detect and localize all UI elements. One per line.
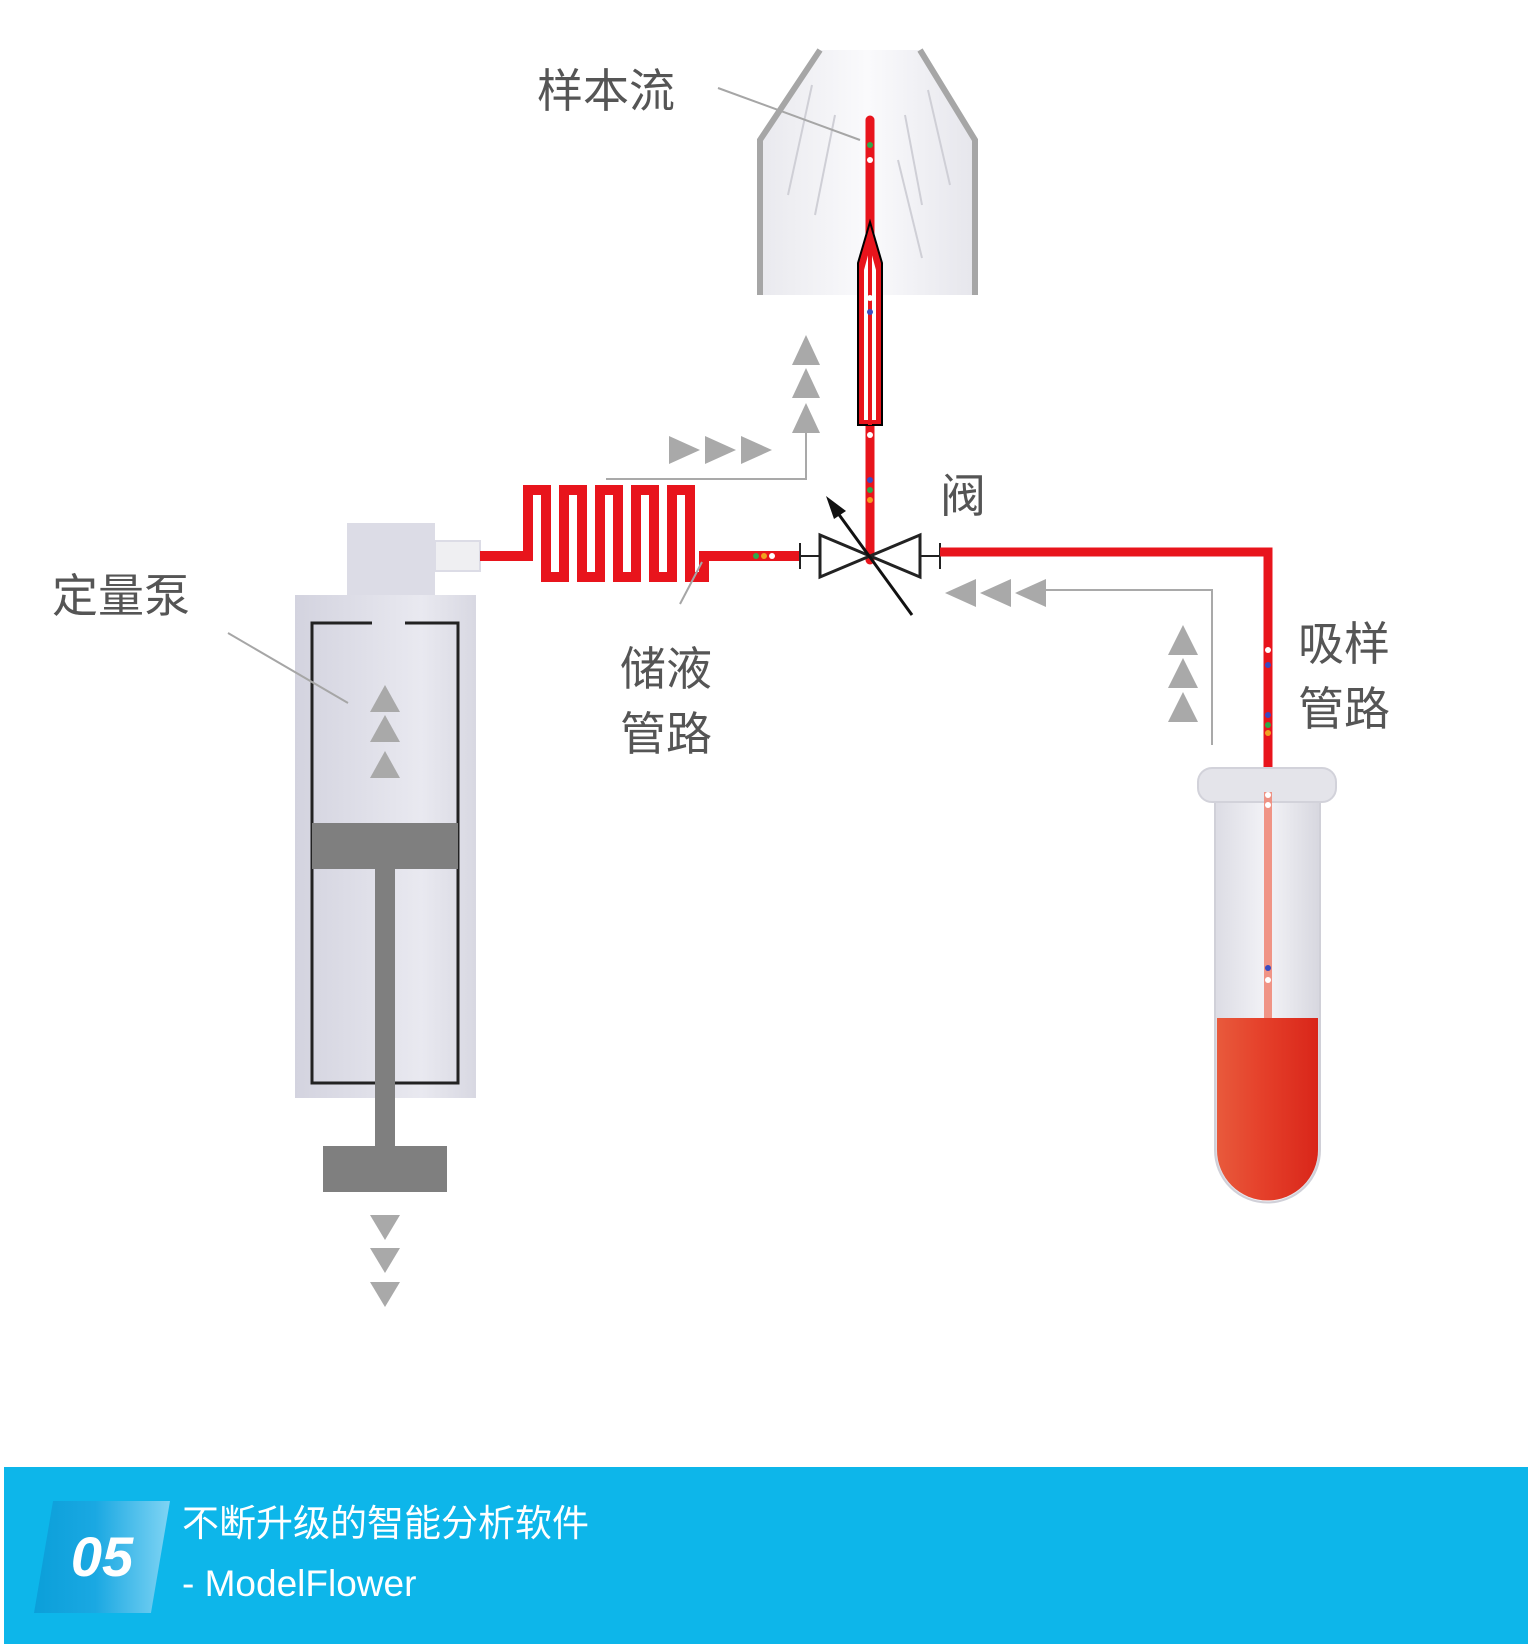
sample-stream-leader — [717, 87, 861, 141]
sample-stream-label: 样本流 — [537, 64, 675, 118]
feature-number-badge: 05 — [34, 1501, 170, 1613]
blood-sample — [1217, 1018, 1318, 1201]
injection-needle — [857, 218, 883, 426]
flow-arrows — [370, 335, 1198, 1307]
flow-arrow-icon — [980, 579, 1011, 607]
flow-arrow-icon — [370, 715, 400, 742]
flow-arrow-icon — [741, 436, 772, 464]
metering-pump — [295, 523, 481, 1192]
feature-banner: 05 不断升级的智能分析软件 - ModelFlower — [4, 1467, 1528, 1644]
flow-arrow-icon — [370, 751, 400, 778]
pump-handle — [323, 1146, 447, 1192]
reservoir-line-label-1: 储液 — [620, 642, 712, 696]
flow-arrow-icon — [370, 1282, 400, 1307]
flow-arrow-icon — [1168, 692, 1198, 722]
sampling-line-label-2: 管路 — [1298, 682, 1390, 736]
feature-number: 05 — [70, 1525, 134, 1588]
valve-label: 阀 — [940, 469, 986, 523]
reservoir-flow-guide — [606, 425, 807, 480]
sampling-line-label-1: 吸样 — [1298, 617, 1390, 671]
flow-cytometer-fluidics-diagram — [227, 48, 1337, 1307]
reservoir-line-label-2: 管路 — [620, 707, 712, 761]
pump-piston — [312, 823, 458, 869]
flow-arrow-icon — [1168, 625, 1198, 655]
flow-arrow-icon — [370, 1215, 400, 1240]
feature-subtitle: - ModelFlower — [182, 1563, 417, 1604]
flow-arrow-icon — [705, 436, 736, 464]
flow-arrow-icon — [669, 436, 700, 464]
flow-arrow-icon — [945, 579, 976, 607]
flow-arrow-icon — [370, 685, 400, 712]
sampling-flow-guide — [1045, 589, 1213, 745]
metering-pump-leader — [227, 632, 349, 704]
valve-adjust-arrow — [830, 504, 914, 616]
flow-arrow-icon — [792, 368, 820, 398]
valve — [799, 496, 941, 616]
flow-arrow-icon — [370, 1248, 400, 1273]
metering-pump-label: 定量泵 — [52, 569, 190, 623]
feature-title: 不断升级的智能分析软件 — [182, 1502, 589, 1545]
reservoir-line-coil — [480, 485, 800, 582]
flow-arrow-icon — [792, 403, 820, 433]
flow-arrow-icon — [1015, 579, 1046, 607]
flow-arrow-icon — [792, 335, 820, 365]
reservoir-line-leader — [679, 561, 703, 605]
pump-rod — [375, 869, 395, 1146]
flow-arrow-icon — [1168, 658, 1198, 688]
sample-tube — [1197, 767, 1337, 1204]
cell-particles — [753, 142, 1271, 983]
